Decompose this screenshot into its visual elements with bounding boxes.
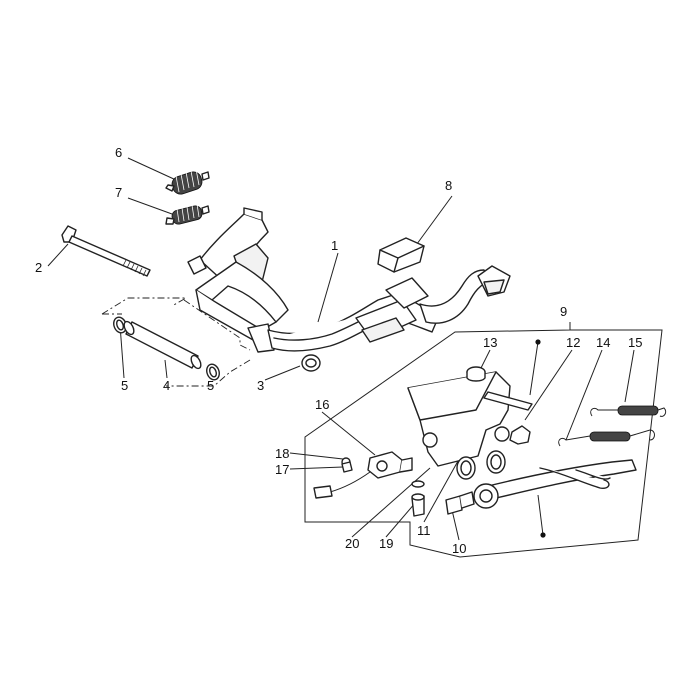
- pin-10: [445, 491, 475, 515]
- callout-15: 15: [628, 335, 642, 350]
- spring-14: [558, 429, 655, 447]
- sensor-switch-16: [313, 451, 413, 499]
- callout-4: 4: [163, 378, 170, 393]
- callout-9: 9: [560, 304, 567, 319]
- callout-12: 12: [566, 335, 580, 350]
- spring-7: [165, 203, 210, 225]
- callout-6: 6: [115, 145, 122, 160]
- washer-5-right: [206, 363, 220, 381]
- group-9-bracket: [304, 322, 663, 558]
- bushing-3: [301, 354, 321, 372]
- callout-19: 19: [379, 536, 393, 551]
- pin-4: [123, 320, 202, 370]
- callout-2: 2: [35, 260, 42, 275]
- screw-17: [341, 461, 353, 473]
- callout-7: 7: [115, 185, 122, 200]
- callout-17: 17: [275, 462, 289, 477]
- callout-13: 13: [483, 335, 497, 350]
- callout-11: 11: [417, 523, 431, 538]
- o-ring-11: [456, 450, 506, 480]
- callout-3: 3: [257, 378, 264, 393]
- rubber-pad-8: [377, 237, 425, 273]
- side-stand-bracket: [407, 371, 533, 467]
- callout-8: 8: [445, 178, 452, 193]
- cap-13: [466, 366, 486, 382]
- callout-20: 20: [345, 536, 359, 551]
- callout-5a: 5: [121, 378, 128, 393]
- callout-10: 10: [452, 541, 466, 556]
- washer-20: [411, 480, 425, 488]
- bolt-2: [61, 225, 151, 277]
- side-stand-leg: [473, 459, 637, 509]
- screw-19: [411, 493, 425, 517]
- callout-14: 14: [596, 335, 610, 350]
- callout-labels: 1 2 3 4 5 5 6 7 8 9 10 11 12 13 14 15 16…: [35, 145, 642, 556]
- washer-5-left: [113, 316, 127, 334]
- nut-12: [509, 425, 531, 445]
- pin-group-dashed-outline: [101, 297, 251, 387]
- callout-5b: 5: [207, 378, 214, 393]
- spring-6: [165, 168, 210, 195]
- main-stand-1: [187, 207, 511, 353]
- spring-15: [590, 405, 667, 417]
- callout-1: 1: [331, 238, 338, 253]
- callout-16: 16: [315, 397, 329, 412]
- callout-18: 18: [275, 446, 289, 461]
